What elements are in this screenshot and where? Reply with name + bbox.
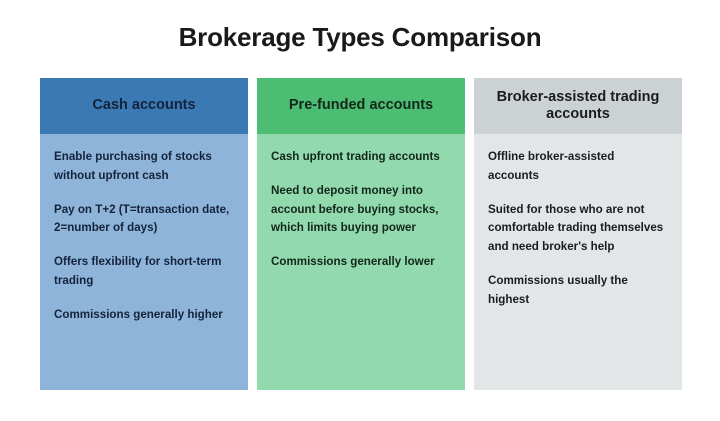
list-item: Commissions usually the highest xyxy=(488,273,628,306)
column-cash-accounts: Cash accounts Enable purchasing of stock… xyxy=(40,78,248,390)
list-item: Enable purchasing of stocks without upfr… xyxy=(54,150,212,182)
column-body-broker-assisted-accounts: Offline broker-assisted accounts Suited … xyxy=(474,134,682,390)
list-item: Offline broker-assisted accounts xyxy=(488,150,615,182)
list-item: Cash upfront trading accounts xyxy=(271,150,440,163)
comparison-columns: Cash accounts Enable purchasing of stock… xyxy=(40,78,682,390)
column-body-pre-funded-accounts: Cash upfront trading accounts Need to de… xyxy=(257,134,465,390)
list-item: Need to deposit money into account befor… xyxy=(271,183,439,235)
list-item: Commissions generally higher xyxy=(54,307,223,321)
column-header-broker-assisted-accounts: Broker-assisted trading accounts xyxy=(474,78,682,134)
column-header-cash-accounts: Cash accounts xyxy=(40,78,248,134)
list-item: Pay on T+2 (T=transaction date, 2=number… xyxy=(54,202,230,235)
list-item: Commissions generally lower xyxy=(271,255,435,269)
column-pre-funded-accounts: Pre-funded accounts Cash upfront trading… xyxy=(257,78,465,390)
column-body-cash-accounts: Enable purchasing of stocks without upfr… xyxy=(40,134,248,390)
column-header-pre-funded-accounts: Pre-funded accounts xyxy=(257,78,465,134)
column-broker-assisted-accounts: Broker-assisted trading accounts Offline… xyxy=(474,78,682,390)
page-title: Brokerage Types Comparison xyxy=(178,22,542,52)
list-item: Offers flexibility for short-term tradin… xyxy=(54,255,222,287)
list-item: Suited for those who are not comfortable… xyxy=(488,202,664,254)
